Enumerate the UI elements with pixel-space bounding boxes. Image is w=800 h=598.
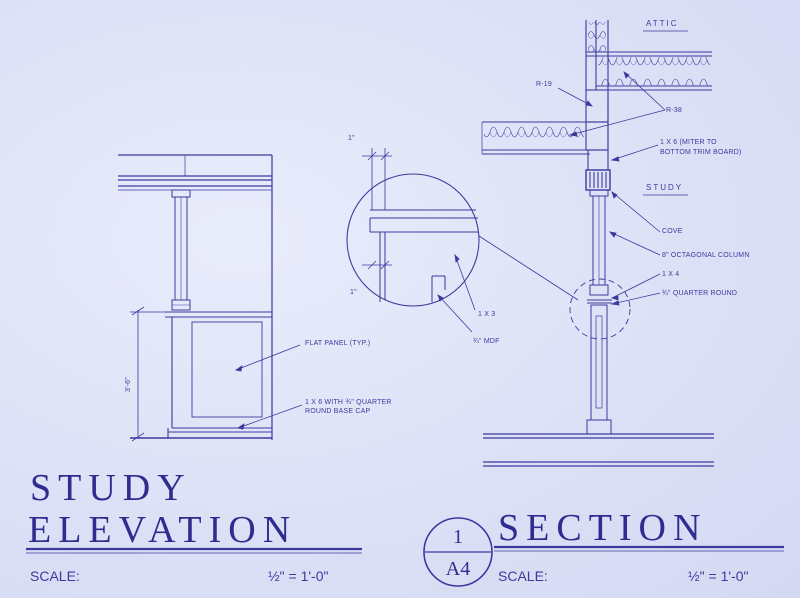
elevation-scale-label: SCALE: <box>30 568 80 584</box>
attic-floor <box>586 51 712 91</box>
one-by-four-note: 1 X 4 <box>662 271 679 278</box>
detail-connector <box>478 235 579 301</box>
quarter-round-note: ¾" QUARTER ROUND <box>662 290 737 297</box>
section-title: SECTION <box>498 507 707 549</box>
r19-note: R-19 <box>536 81 552 88</box>
base-cap-note-line2: ROUND BASE CAP <box>305 408 371 415</box>
section-floor <box>483 433 714 467</box>
section-tag-circle <box>423 517 493 587</box>
detail-leaders <box>437 253 476 333</box>
flat-panel <box>191 321 263 418</box>
one-by-three-note: 1 X 3 <box>478 311 495 318</box>
detail-dimensions <box>362 148 392 270</box>
room-study-label: STUDY <box>646 183 683 192</box>
cove-note: COVE <box>662 228 683 235</box>
detail-dim-top: 1" <box>348 135 355 142</box>
elevation-title-block: STUDY ELEVATION SCALE: ½" = 1'-0" <box>26 467 362 584</box>
detail-trim <box>369 209 478 302</box>
section-leaders <box>557 71 666 306</box>
section-scale-label: SCALE: <box>498 568 548 584</box>
r38-note: R-38 <box>666 107 682 114</box>
room-attic-label: ATTIC <box>646 19 679 28</box>
elevation-scale-value: ½" = 1'-0" <box>268 568 329 584</box>
section-title-block: 1 A4 SECTION SCALE: ½" = 1'-0" <box>423 507 784 587</box>
elevation-dimension-label: 3'-6" <box>125 377 132 392</box>
section-tag-sheet: A4 <box>446 558 470 580</box>
detail-callout: 1" 1" 1 X 3 ¾" MDF <box>346 135 579 345</box>
detail-circle <box>346 173 480 307</box>
section-beam <box>585 89 611 191</box>
elevation-ceiling-beam <box>118 154 273 440</box>
miter-note-line2: BOTTOM TRIM BOARD) <box>660 149 742 156</box>
ceiling-insulation <box>484 123 584 149</box>
elevation-drawing: 3'-6" FLAT PANEL (TYP.) 1 X 6 WITH ¾" QU… <box>118 154 392 442</box>
elevation-dimension <box>130 306 170 442</box>
study-ceiling <box>481 121 590 155</box>
elevation-column <box>171 189 191 311</box>
section-column <box>586 189 612 435</box>
mdf-note: ¾" MDF <box>473 338 500 345</box>
elevation-title-line1: STUDY <box>30 467 192 509</box>
attic-insulation <box>598 57 710 85</box>
detail-dim-bottom: 1" <box>350 289 357 296</box>
miter-note-line1: 1 X 6 (MITER TO <box>660 139 717 146</box>
elevation-leaders <box>234 344 303 430</box>
base-cap-note-line1: 1 X 6 WITH ¾" QUARTER <box>305 399 392 406</box>
elevation-title-line2: ELEVATION <box>28 509 297 551</box>
section-detail-marker <box>569 278 631 340</box>
wall-insulation <box>588 22 606 52</box>
flat-panel-note: FLAT PANEL (TYP.) <box>305 340 370 347</box>
column-note: 8" OCTAGONAL COLUMN <box>662 252 750 259</box>
section-tag-number: 1 <box>453 526 463 548</box>
section-drawing: ATTIC STUDY R-19 R-38 1 X 6 (MITER TO BO… <box>481 19 750 467</box>
elevation-pedestal <box>130 311 272 439</box>
section-scale-value: ½" = 1'-0" <box>688 568 749 584</box>
